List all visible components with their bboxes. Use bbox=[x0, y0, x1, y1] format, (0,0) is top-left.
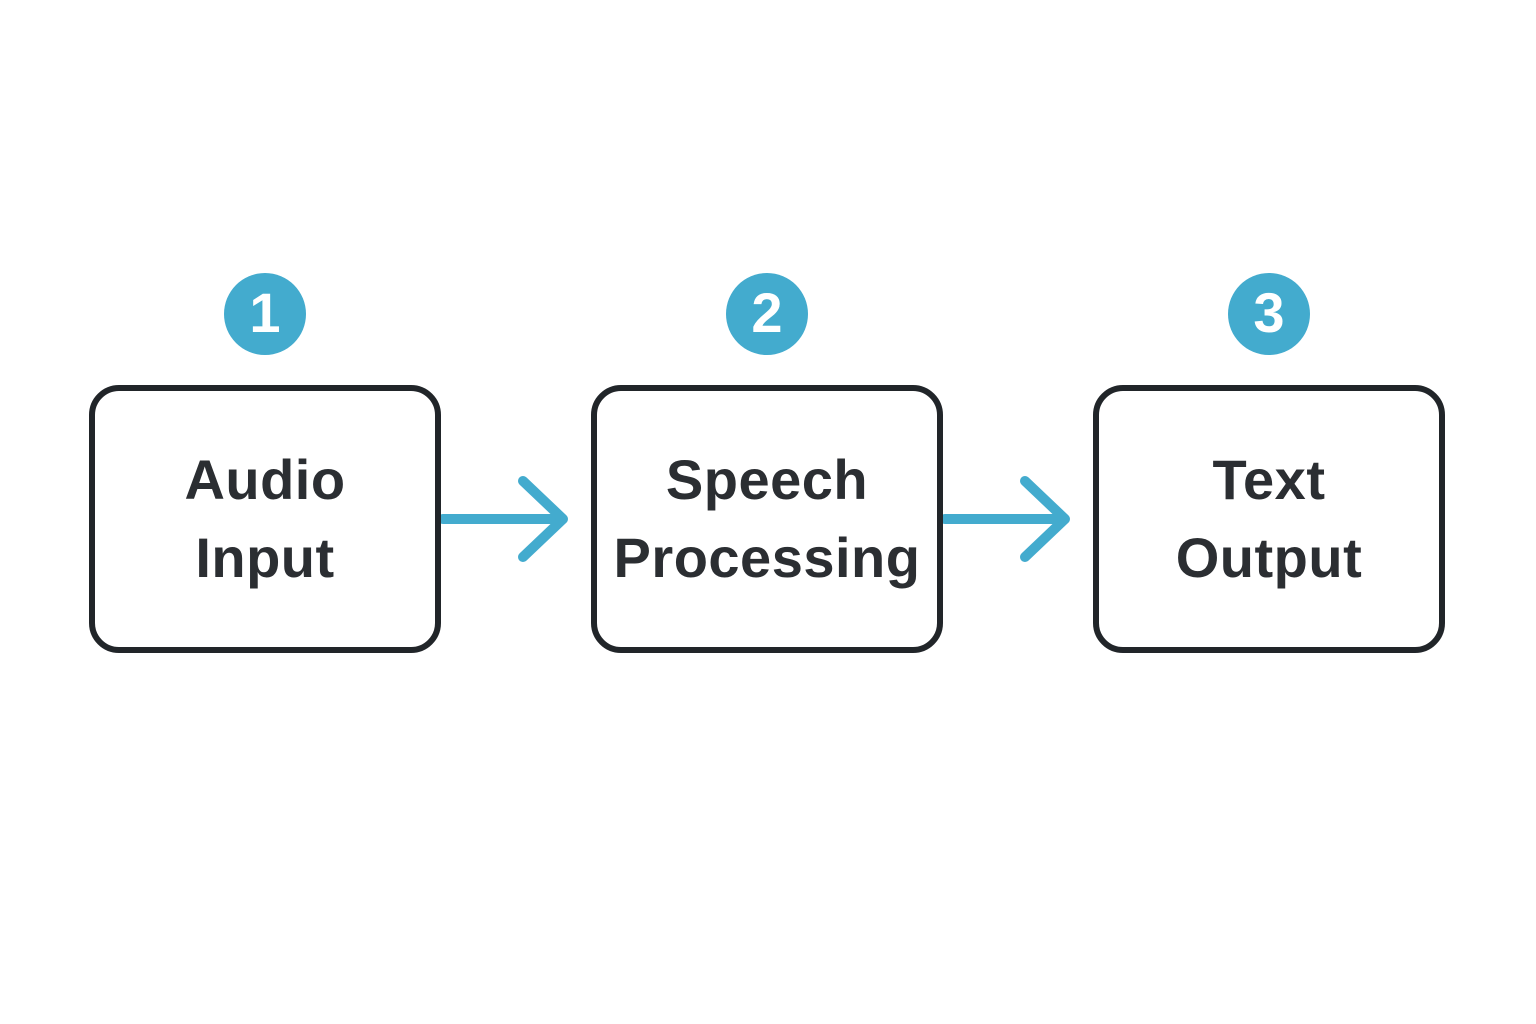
step-3-number-badge: 3 bbox=[1228, 273, 1310, 355]
step-1-number: 1 bbox=[249, 280, 281, 344]
flow-diagram: 1 Audio Input 2 Speech Processing bbox=[89, 273, 1445, 653]
step-3-number: 3 bbox=[1253, 280, 1285, 344]
step-2-label-line1: Speech bbox=[665, 447, 869, 511]
step-speech-processing: 2 Speech Processing bbox=[591, 273, 943, 653]
step-1-label-line2: Input bbox=[195, 526, 335, 589]
step-2-label-line2: Processing bbox=[613, 526, 921, 589]
step-2-label: Speech Processing bbox=[614, 441, 921, 598]
step-1-label-line1: Audio bbox=[184, 447, 346, 511]
step-3-label-line2: Output bbox=[1175, 526, 1363, 589]
step-3-label: Text Output bbox=[1176, 441, 1362, 598]
arrow-right-icon bbox=[943, 476, 1070, 562]
step-2-box: Speech Processing bbox=[591, 385, 943, 653]
step-2-number-badge: 2 bbox=[726, 273, 808, 355]
step-3-label-line1: Text bbox=[1212, 447, 1326, 511]
step-1-label: Audio Input bbox=[184, 441, 345, 598]
step-2-number: 2 bbox=[751, 280, 783, 344]
arrow-right-icon bbox=[441, 476, 568, 562]
step-1-number-badge: 1 bbox=[224, 273, 306, 355]
step-3-box: Text Output bbox=[1093, 385, 1445, 653]
step-1-box: Audio Input bbox=[89, 385, 441, 653]
step-text-output: 3 Text Output bbox=[1093, 273, 1445, 653]
step-audio-input: 1 Audio Input bbox=[89, 273, 441, 653]
